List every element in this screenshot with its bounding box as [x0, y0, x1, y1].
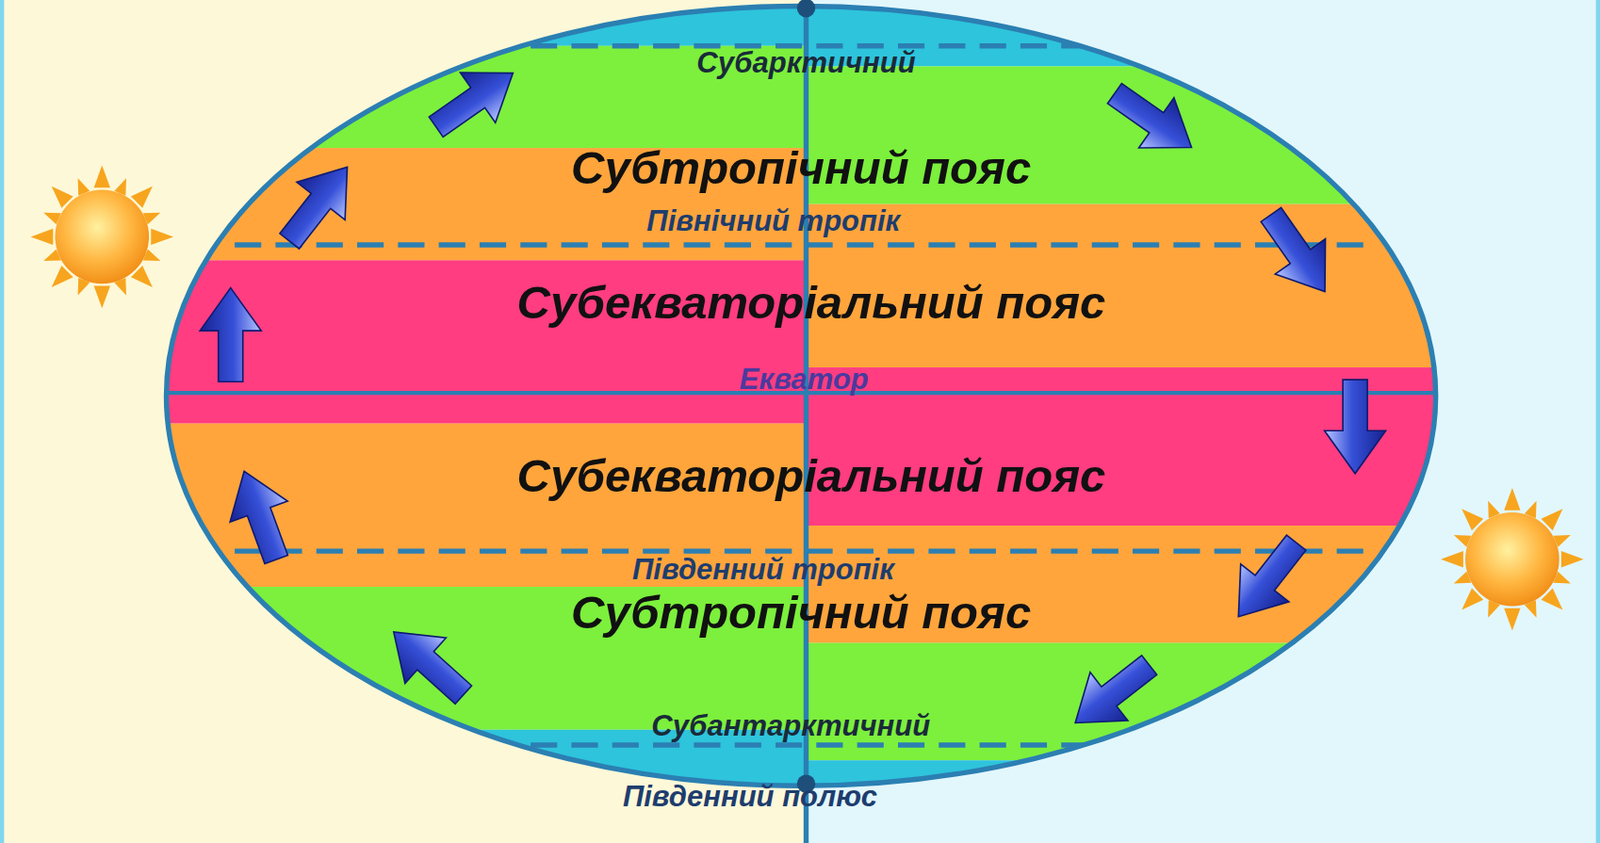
zone-label: Субарктичний [696, 47, 915, 80]
pole-label: Південний полюс [622, 781, 878, 814]
equator-label: Екватор [739, 363, 869, 396]
parallel-label: Південний тропік [632, 554, 895, 587]
belt-label: Субекваторіальний пояс [517, 277, 1107, 329]
belt-label: Субтропічний пояс [571, 587, 1031, 639]
belt-label: Субтропічний пояс [571, 143, 1031, 195]
parallel-label: Північний тропік [646, 205, 900, 238]
zone-label: Субантарктичний [651, 710, 931, 743]
belt-label: Субекваторіальний пояс [517, 451, 1107, 503]
